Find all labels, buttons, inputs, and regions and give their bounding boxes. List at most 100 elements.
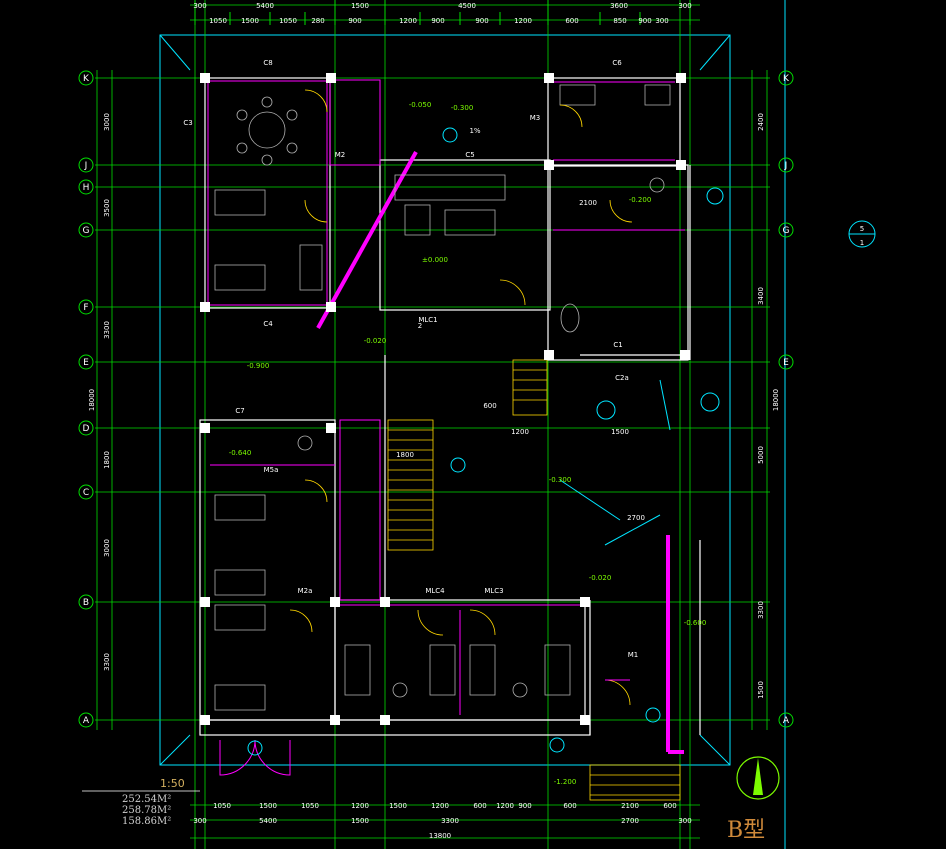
elevation-label: -0.020 — [589, 574, 612, 582]
dim-top1: 4500 — [458, 2, 476, 10]
axis-left-B-circle — [78, 594, 94, 610]
type-label: B型 — [727, 818, 766, 843]
window-label: C6 — [612, 59, 622, 67]
dim-bottom1: 1050 — [301, 802, 319, 810]
plan-note: 1800 — [396, 451, 414, 459]
dim-bottom2: 2700 — [621, 817, 639, 825]
axis-right-K-circle — [778, 70, 794, 86]
axis-right-A: A — [783, 716, 790, 726]
dim-bottom2: 1500 — [351, 817, 369, 825]
staircase — [387, 359, 681, 801]
section-cut-lines — [316, 151, 684, 754]
axis-right-K: K — [783, 74, 790, 84]
axis-left-K-circle — [78, 70, 94, 86]
scale-label: 1:50 — [160, 777, 185, 790]
axis-left-K: K — [83, 74, 90, 84]
elevation-label: -0.640 — [229, 449, 252, 457]
roof-outline — [159, 0, 786, 849]
partitions — [207, 79, 685, 715]
window-label: M1 — [628, 651, 639, 659]
dim-bottom1: 1200 — [431, 802, 449, 810]
axis-left-F: F — [83, 303, 88, 313]
axis-right-A-circle — [778, 712, 794, 728]
dim-left: 3000 — [103, 113, 111, 131]
window-label: MLC1 — [418, 316, 437, 324]
dim-top2: 1500 — [241, 17, 259, 25]
axis-left-J-circle — [78, 157, 94, 173]
area-line-1: 252.54M² — [122, 794, 172, 805]
plan-note: 2700 — [627, 514, 645, 522]
elevation-label: -0.900 — [247, 362, 270, 370]
plan-note: 2100 — [579, 199, 597, 207]
axis-left-C-circle — [78, 484, 94, 500]
north-arrow-icon — [736, 756, 780, 800]
dim-top2: 900 — [638, 17, 651, 25]
dim-left: 1800 — [103, 451, 111, 469]
dim-total-depth-left: 18000 — [88, 389, 96, 411]
annotations — [247, 127, 724, 756]
dim-top1: 300 — [678, 2, 691, 10]
entrance-doors — [219, 679, 630, 776]
axis-left-C: C — [83, 488, 89, 498]
axis-left-D: D — [83, 424, 90, 434]
axis-left-G-circle — [78, 222, 94, 238]
dim-bottom1: 1500 — [389, 802, 407, 810]
elevation-label: -0.300 — [549, 476, 572, 484]
dim-top1: 300 — [193, 2, 206, 10]
dim-bottom2: 300 — [193, 817, 206, 825]
dim-bottom1: 1200 — [351, 802, 369, 810]
window-label: C3 — [183, 119, 192, 127]
plan-note: 1500 — [611, 428, 629, 436]
plan-note: 2 — [418, 322, 422, 330]
dim-bottom2: 5400 — [259, 817, 277, 825]
axis-left-A: A — [83, 716, 90, 726]
axis-left-A-circle — [78, 712, 94, 728]
dim-top2: 300 — [655, 17, 668, 25]
axis-right-E: E — [783, 358, 789, 368]
dim-left: 3300 — [103, 653, 111, 671]
axis-left-F-circle — [78, 299, 94, 315]
window-label: C7 — [235, 407, 244, 415]
window-label: C8 — [263, 59, 272, 67]
axis-left-E-circle — [78, 354, 94, 370]
axis-left-G: G — [83, 226, 90, 236]
dim-left: 3500 — [103, 199, 111, 217]
axis-left-H: H — [83, 183, 90, 193]
dim-bottom2: 300 — [678, 817, 691, 825]
axis-right-J: J — [784, 161, 788, 171]
plan-note: 1% — [469, 127, 480, 135]
plan-note: 600 — [483, 402, 496, 410]
elevation-label: -0.300 — [451, 104, 474, 112]
columns — [200, 73, 690, 725]
dim-top1: 1500 — [351, 2, 369, 10]
window-label: M2 — [335, 151, 346, 159]
dim-total-depth-right: 18000 — [772, 389, 780, 411]
plan-note: 1200 — [511, 428, 529, 436]
dim-bottom2: 3300 — [441, 817, 459, 825]
window-label: C1 — [613, 341, 622, 349]
dim-bottom1: 1050 — [213, 802, 231, 810]
elevation-label: -0.020 — [364, 337, 387, 345]
dim-total-width: 13800 — [429, 832, 451, 840]
dim-bottom1: 1200 — [496, 802, 514, 810]
window-label: M5a — [264, 466, 279, 474]
dim-bottom1: 1500 — [259, 802, 277, 810]
elevation-label: -0.600 — [684, 619, 707, 627]
axis-right-E-circle — [778, 354, 794, 370]
dim-top2: 1050 — [279, 17, 297, 25]
area-line-3: 158.86M² — [122, 816, 172, 827]
window-label: C4 — [263, 320, 273, 328]
dim-top2: 850 — [613, 17, 626, 25]
elevation-label: -0.050 — [409, 101, 432, 109]
window-label: M3 — [530, 114, 541, 122]
axis-left-J: J — [84, 161, 88, 171]
walls — [199, 77, 701, 736]
window-label: C2a — [615, 374, 629, 382]
dim-right: 3400 — [757, 287, 765, 305]
dim-top1: 3600 — [610, 2, 628, 10]
furniture — [214, 84, 671, 711]
